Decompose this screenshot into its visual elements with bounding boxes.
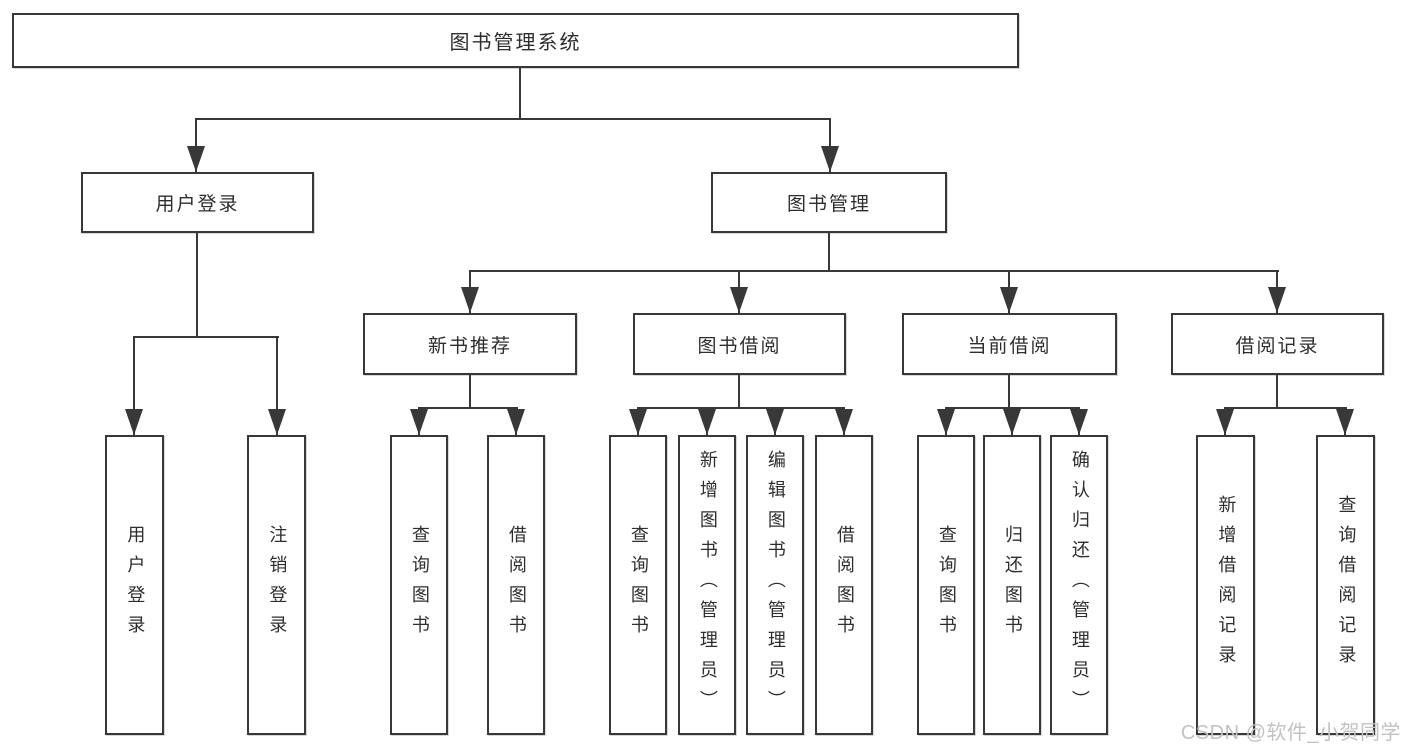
connector-arrow (629, 407, 647, 435)
connector-arrow (1336, 407, 1354, 435)
node-leaf-logout-label: 注销登录 (267, 525, 288, 645)
node-leaf-query-books-borrow: 查询图书 (609, 435, 667, 735)
connector-line (1276, 375, 1278, 407)
node-leaf-query-books-recommend: 查询图书 (390, 435, 448, 735)
connector-arrow (125, 336, 143, 435)
node-new-book-recommend: 新书推荐 (363, 313, 577, 375)
connector-arrow (766, 407, 784, 435)
connector-arrow (1268, 270, 1286, 313)
connector-arrow (410, 407, 428, 435)
node-leaf-borrow-books-recommend-label: 借阅图书 (506, 525, 527, 645)
connector-line (828, 233, 830, 270)
node-book-borrow-label: 图书借阅 (697, 335, 782, 357)
node-leaf-borrow-books: 借阅图书 (815, 435, 873, 735)
node-leaf-edit-books-admin: 编辑图书（管理员） (746, 435, 804, 735)
connector-arrow (1070, 407, 1088, 435)
connector-arrow (821, 118, 839, 172)
node-leaf-add-borrow-record: 新增借阅记录 (1196, 435, 1255, 735)
connector-line (418, 407, 518, 409)
node-leaf-query-borrow-record-label: 查询借阅记录 (1336, 495, 1357, 675)
connector-arrow (730, 270, 748, 313)
node-root: 图书管理系统 (12, 13, 1019, 68)
node-user-login: 用户登录 (81, 172, 314, 233)
connector-arrow (187, 118, 205, 172)
node-leaf-borrow-books-label: 借阅图书 (834, 525, 855, 645)
node-book-borrow: 图书借阅 (633, 313, 846, 375)
connector-line (469, 270, 1279, 272)
node-book-management: 图书管理 (711, 172, 947, 233)
watermark: CSDN @软件_小贺同学 (1180, 722, 1401, 744)
connector-line (195, 118, 831, 120)
connector-arrow (835, 407, 853, 435)
node-leaf-query-books-borrow-label: 查询图书 (628, 525, 649, 645)
connector-arrow (461, 270, 479, 313)
connector-arrow (1216, 407, 1234, 435)
node-user-login-label: 用户登录 (155, 194, 240, 215)
node-leaf-add-books-admin-label: 新增图书（管理员） (697, 450, 718, 720)
node-leaf-confirm-return-admin-label: 确认归还（管理员） (1069, 450, 1090, 720)
node-leaf-logout: 注销登录 (247, 435, 306, 735)
node-root-label: 图书管理系统 (449, 32, 582, 54)
connector-line (738, 375, 740, 407)
node-leaf-confirm-return-admin: 确认归还（管理员） (1050, 435, 1108, 735)
node-leaf-query-books-current: 查询图书 (917, 435, 975, 735)
node-leaf-query-borrow-record: 查询借阅记录 (1316, 435, 1375, 735)
connector-arrow (698, 407, 716, 435)
connector-line (469, 375, 471, 407)
node-leaf-borrow-books-recommend: 借阅图书 (487, 435, 545, 735)
connector-arrow (1000, 270, 1018, 313)
node-leaf-user-login-label: 用户登录 (125, 525, 146, 645)
node-leaf-add-books-admin: 新增图书（管理员） (678, 435, 736, 735)
connector-arrow (507, 407, 525, 435)
node-leaf-query-books-recommend-label: 查询图书 (409, 525, 430, 645)
connector-line (1008, 375, 1010, 407)
connector-arrow (1003, 407, 1021, 435)
connector-arrow (268, 336, 286, 435)
node-leaf-return-books: 归还图书 (983, 435, 1041, 735)
node-new-book-recommend-label: 新书推荐 (427, 335, 512, 357)
node-book-management-label: 图书管理 (786, 194, 871, 215)
node-borrow-records-label: 借阅记录 (1235, 335, 1320, 357)
connector-line (1224, 407, 1347, 409)
node-leaf-add-borrow-record-label: 新增借阅记录 (1216, 495, 1237, 675)
connector-line (133, 336, 279, 338)
node-current-borrow: 当前借阅 (902, 313, 1117, 375)
node-leaf-user-login: 用户登录 (105, 435, 164, 735)
node-leaf-edit-books-admin-label: 编辑图书（管理员） (765, 450, 786, 720)
connector-line (637, 407, 845, 409)
node-leaf-query-books-current-label: 查询图书 (936, 525, 957, 645)
connector-line (519, 68, 521, 118)
connector-arrow (937, 407, 955, 435)
connector-line (196, 233, 198, 336)
node-current-borrow-label: 当前借阅 (967, 335, 1052, 357)
node-leaf-return-books-label: 归还图书 (1002, 525, 1023, 645)
node-borrow-records: 借阅记录 (1171, 313, 1384, 375)
